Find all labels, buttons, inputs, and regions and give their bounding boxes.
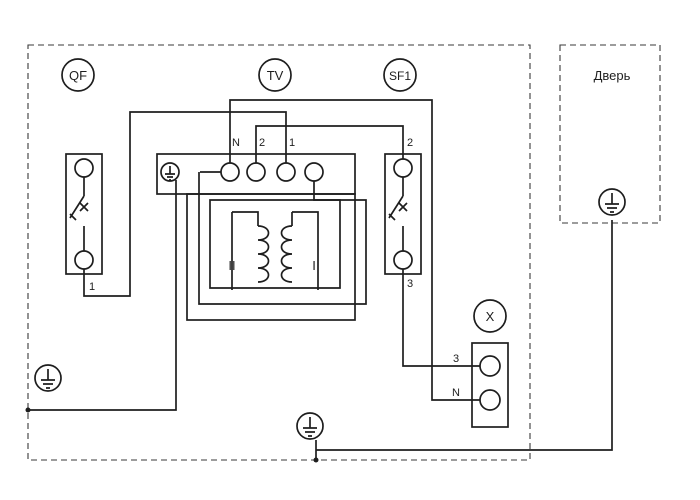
transformer-tv: II I	[156, 153, 356, 321]
svg-text:TV: TV	[267, 68, 284, 83]
cabinet-enclosure	[27, 44, 531, 461]
breaker-switch-icon	[388, 177, 408, 251]
ground-icon	[165, 166, 175, 181]
sf1-breaker	[384, 153, 422, 275]
coil-icon	[257, 225, 270, 283]
sf1-terminal-bottom: 3	[407, 278, 413, 290]
tv-terminal-n: N	[232, 137, 240, 149]
x-terminal-top: 3	[453, 353, 459, 365]
breaker-switch-icon	[69, 177, 89, 251]
winding-label-primary: I	[312, 258, 316, 273]
tv-terminal-2: 2	[259, 137, 265, 149]
sf1-label: SF1	[383, 58, 417, 92]
tv-terminal-1: 1	[289, 137, 295, 149]
ground-icon	[296, 412, 324, 440]
terminal-block-x	[471, 342, 509, 428]
qf-label: QF	[61, 58, 95, 92]
x-terminal-bottom: N	[452, 387, 460, 399]
terminal-icon	[479, 355, 501, 377]
coil-icon	[280, 225, 293, 283]
terminal-icon	[479, 389, 501, 411]
winding-label-secondary: II	[228, 258, 235, 273]
qf-terminal-bottom: 1	[89, 281, 95, 293]
svg-text:X: X	[486, 309, 495, 324]
ground-icon	[598, 188, 626, 216]
wires	[28, 99, 613, 460]
sf1-terminal-top: 2	[407, 137, 413, 149]
door-label: Дверь	[594, 68, 631, 83]
x-label: X	[473, 299, 507, 333]
ground-icon	[34, 364, 62, 392]
svg-text:SF1: SF1	[389, 69, 411, 83]
qf-breaker	[65, 153, 103, 275]
svg-text:QF: QF	[69, 68, 87, 83]
tv-label: TV	[258, 58, 292, 92]
door-enclosure	[559, 44, 661, 224]
